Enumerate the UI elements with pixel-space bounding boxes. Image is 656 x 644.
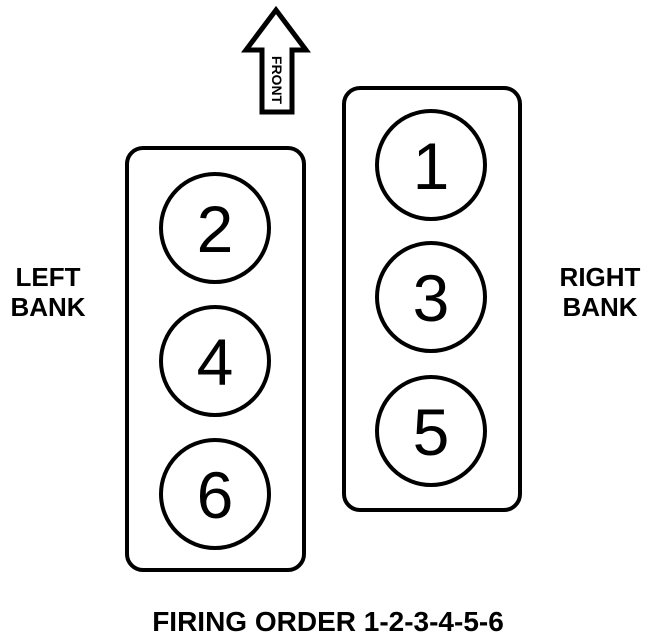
left-bank-label: LEFT BANK (6, 262, 90, 322)
cylinder-number: 1 (413, 129, 450, 203)
right-bank-label: RIGHT BANK (553, 262, 647, 322)
cylinder-number: 6 (197, 458, 234, 532)
firing-order-caption: FIRING ORDER 1-2-3-4-5-6 (152, 606, 504, 637)
cylinder-3: 3 (375, 241, 487, 353)
cylinder-number: 5 (413, 395, 450, 469)
cylinder-number: 3 (413, 261, 450, 335)
front-arrow-icon: FRONT (241, 5, 311, 115)
cylinder-number: 2 (197, 192, 234, 266)
cylinder-number: 4 (197, 325, 234, 399)
cylinder-6: 6 (159, 438, 271, 550)
front-arrow-label: FRONT (269, 56, 285, 105)
right-bank-label-line1: RIGHT (559, 262, 641, 292)
left-bank-label-line2: BANK (10, 292, 86, 322)
left-bank-label-line1: LEFT (15, 262, 81, 292)
cylinder-2: 2 (159, 172, 271, 284)
right-bank-label-line2: BANK (562, 292, 638, 322)
cylinder-5: 5 (375, 375, 487, 487)
cylinder-1: 1 (375, 109, 487, 221)
cylinder-4: 4 (159, 305, 271, 417)
